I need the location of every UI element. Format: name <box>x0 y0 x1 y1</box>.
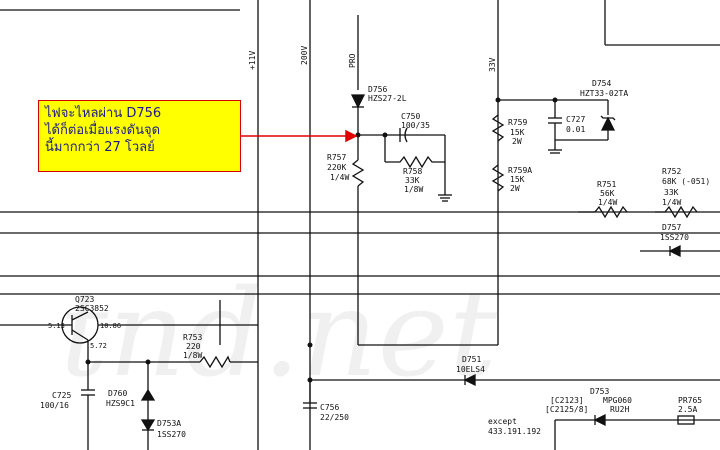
d751-diode-body <box>463 373 476 387</box>
junction-200v <box>307 342 313 348</box>
r759-value: 15K <box>510 128 525 137</box>
c750-ref: C750 <box>401 112 420 121</box>
callout-line-2: ได้ก็ต่อเมื่อแรงดันจุด <box>45 123 161 138</box>
q723-v1: 5.13 <box>48 322 65 330</box>
r758-power: 1/8W <box>404 185 423 194</box>
r752-power: 1/4W <box>662 198 681 207</box>
junction-d760 <box>145 359 151 365</box>
junction-emitter <box>85 359 91 365</box>
r759a-value: 15K <box>510 175 525 184</box>
except-line1: except <box>488 417 517 426</box>
q723-value: 2SC3852 <box>75 304 109 313</box>
d753a-diode-body <box>140 419 156 432</box>
c756-ref: C756 <box>320 403 339 412</box>
c725-value: 100/16 <box>40 401 69 410</box>
r752-value: 68K (-051) <box>662 177 710 186</box>
d754-diode-body <box>600 116 616 131</box>
q723-v3: 5.72 <box>90 342 107 350</box>
r752-resistor <box>655 205 698 219</box>
r758-value: 33K <box>405 176 420 185</box>
d751-value: 10ELS4 <box>456 365 485 374</box>
c725-ref: C725 <box>52 391 71 400</box>
c750-plate-right <box>404 127 408 143</box>
r753-value: 220 <box>186 342 201 351</box>
d754-ref: D754 <box>592 79 611 88</box>
pr765-value: 2.5A <box>678 405 697 414</box>
rail-label-33v: 33V <box>488 57 497 72</box>
c727-value: 0.01 <box>566 125 585 134</box>
r751-power: 1/4W <box>598 198 617 207</box>
junction-c756 <box>307 377 313 383</box>
r759-ref: R759 <box>508 118 527 127</box>
d751-ref: D751 <box>462 355 481 364</box>
d753-diode-body <box>593 413 606 427</box>
r752-ref: R752 <box>662 167 681 176</box>
c727-ref: C727 <box>566 115 585 124</box>
d753-alt2: [C2125/8] <box>545 405 588 414</box>
rail-label-pro: PRO <box>348 53 357 68</box>
d754-value: HZT33-02TA <box>580 89 628 98</box>
d756-ref: D756 <box>368 85 387 94</box>
pr765-ref: PR765 <box>678 396 702 405</box>
junction-c727 <box>552 97 558 103</box>
junction-c750 <box>382 132 388 138</box>
r757-value: 220K <box>327 163 346 172</box>
r759-resistor <box>491 114 505 142</box>
c750-value: 100/35 <box>401 121 430 130</box>
r758-ref: R758 <box>403 167 422 176</box>
d754-zener-bar <box>600 115 616 121</box>
r759a-ref: R759A <box>508 166 532 175</box>
r757-ref: R757 <box>327 153 346 162</box>
d757-value: 1SS270 <box>660 233 689 242</box>
d753a-ref: D753A <box>157 419 181 428</box>
callout-line-1: ไฟจะไหลผ่าน D756 <box>45 106 162 121</box>
rail-label-11v: +11V <box>248 51 257 70</box>
except-line2: 433.191.192 <box>488 427 541 436</box>
r757-power: 1/4W <box>330 173 349 182</box>
d756-diode-body <box>350 94 366 109</box>
r753-ref: R753 <box>183 333 202 342</box>
d760-value: HZS9C1 <box>106 399 135 408</box>
r758-resistor <box>385 155 445 169</box>
d753-value: MPG060 <box>603 396 632 405</box>
q723-ref: Q723 <box>75 295 94 304</box>
callout-arrow-head <box>345 129 358 143</box>
r757-resistor <box>351 159 365 187</box>
d760-ref: D760 <box>108 389 127 398</box>
d753-alt3: RU2H <box>610 405 629 414</box>
q723-collector <box>71 311 89 321</box>
q723-v2: 10.86 <box>100 322 121 330</box>
callout-line-3: นี้มากกว่า 27 โวลย์ <box>45 140 155 155</box>
d753a-value: 1SS270 <box>157 430 186 439</box>
junction-d756 <box>355 132 361 138</box>
watermark-text: tnd.net <box>60 265 498 404</box>
rail-label-200v: 200V <box>300 46 309 65</box>
d753-alt1: [C2123] <box>550 396 584 405</box>
d756-value: HZS27-2L <box>368 94 407 103</box>
r751-resistor <box>578 205 628 219</box>
r751-ref: R751 <box>597 180 616 189</box>
d757-ref: D757 <box>662 223 681 232</box>
r759-power: 2W <box>512 137 522 146</box>
r759a-resistor <box>491 164 505 192</box>
r752-alt: 33K <box>664 188 679 197</box>
c756-value: 22/250 <box>320 413 349 422</box>
r753-power: 1/8W <box>183 351 202 360</box>
junction-33v <box>495 97 501 103</box>
d753-ref: D753 <box>590 387 609 396</box>
r753-resistor <box>199 355 231 369</box>
r759a-power: 2W <box>510 184 520 193</box>
r751-value: 56K <box>600 189 615 198</box>
annotation-callout: ไฟจะไหลผ่าน D756 ได้ก็ต่อเมื่อแรงดันจุด … <box>38 100 241 172</box>
q723-emitter <box>71 329 89 341</box>
pr765-fuse <box>677 415 695 425</box>
